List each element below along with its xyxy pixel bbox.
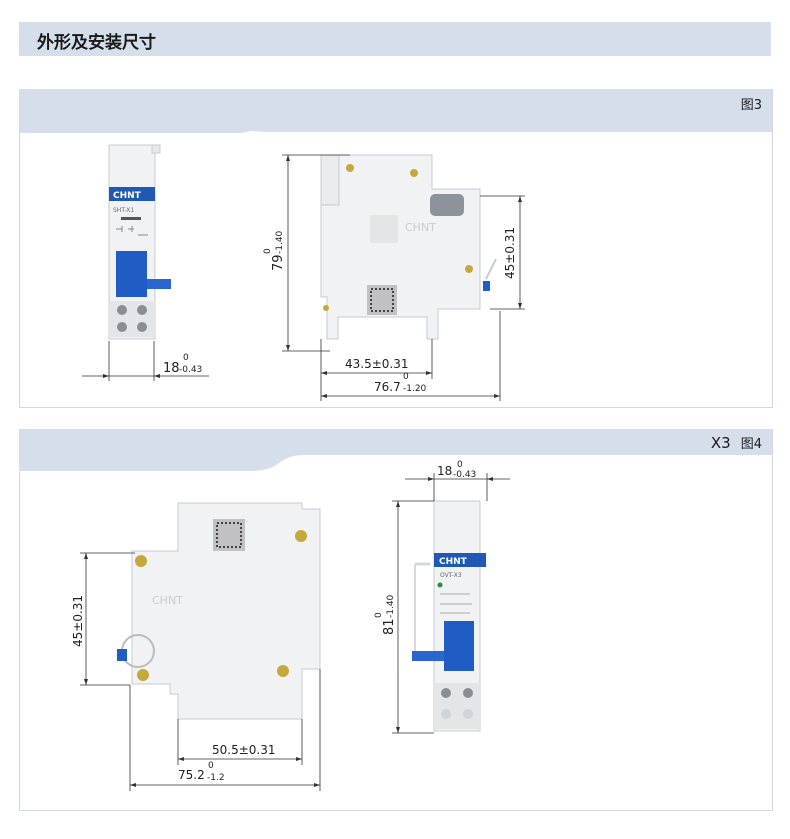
figure-3-mount-dimension: 45±0.31 <box>480 195 525 310</box>
figure-3-front-view: CHNT SHT-X1 <box>108 144 171 340</box>
figure-4-module-name: OVT-X3 <box>440 572 462 579</box>
figure-3-side-view: CHNT <box>320 154 497 340</box>
figure-3-header <box>19 89 772 133</box>
figure-4-depth-upper: 0 <box>208 761 214 771</box>
figure-4-height-dimension: 81 0 -1.40 <box>374 500 434 734</box>
figure-4-rail-value: 50.5±0.31 <box>212 743 276 757</box>
figure-4-header <box>19 429 772 471</box>
figure-4-width-value: 18 <box>437 464 452 478</box>
figure-3-side-logo: CHNT <box>405 221 436 234</box>
figure-4-depth-lower: -1.2 <box>207 773 225 783</box>
figure-3-brand-logo: CHNT <box>113 191 142 201</box>
figure-3-depth-upper: 0 <box>403 372 409 382</box>
figure-3-height-lower: -1.40 <box>275 230 285 254</box>
figure-3-height-value: 79 <box>271 254 286 271</box>
figure-4-width-upper: 0 <box>457 460 463 470</box>
figure-3-depth-lower: -1.20 <box>403 384 427 394</box>
figure-3-width-value: 18 <box>163 361 180 376</box>
figure-4-prefix: X3 <box>710 434 731 452</box>
figure-3-height-dimension: 79 0 -1.40 <box>263 154 350 352</box>
figure-4-width-dimension: 18 0 -0.43 <box>405 460 510 501</box>
figure-4-label: 图4 <box>740 437 762 452</box>
figure-3-mount-value: 45±0.31 <box>503 227 517 279</box>
figure-4-panel: X3 图4 CHNT 45±0.31 <box>19 429 773 811</box>
figure-3-width-lower: -0.43 <box>179 365 202 375</box>
figure-3-height-upper: 0 <box>263 248 273 254</box>
figure-4-width-lower: -0.43 <box>453 470 476 480</box>
figure-4-drawing: CHNT 45±0.31 50.5±0.31 <box>71 460 510 791</box>
figure-4-mount-value: 45±0.31 <box>71 595 85 647</box>
figure-4-brand-logo: CHNT <box>439 557 468 567</box>
figure-3-depth-dimension: 76.7 0 -1.20 <box>321 311 501 401</box>
figure-3-drawing: CHNT SHT-X1 18 0 -0.43 <box>82 144 525 401</box>
figure-3-rail-value: 43.5±0.31 <box>345 357 409 371</box>
figure-3-panel: 图3 CHNT SHT-X1 18 0 -0.43 <box>19 89 773 408</box>
figure-4-mount-dimension: 45±0.31 <box>71 552 135 686</box>
section-title-bar: 外形及安装尺寸 <box>19 22 771 56</box>
figure-3-depth-value: 76.7 <box>374 380 401 394</box>
figure-3-module-name: SHT-X1 <box>113 207 134 214</box>
figure-4-rail-dimension: 50.5±0.31 <box>177 719 303 765</box>
figure-3-rail-dimension: 43.5±0.31 <box>320 339 433 401</box>
figure-4-front-view: CHNT OVT-X3 <box>412 500 486 732</box>
figure-4-depth-value: 75.2 <box>178 768 205 782</box>
figure-4-height-upper: 0 <box>374 612 384 618</box>
figure-4-height-lower: -1.40 <box>386 594 396 618</box>
figure-4-depth-dimension: 75.2 0 -1.2 <box>129 669 321 791</box>
section-title: 外形及安装尺寸 <box>37 33 156 53</box>
figure-3-width-upper: 0 <box>183 353 189 363</box>
figure-4-side-view: CHNT <box>117 502 321 720</box>
figure-4-label-group: X3 图4 <box>711 433 762 452</box>
figure-4-height-value: 81 <box>382 618 397 635</box>
figure-4-side-logo: CHNT <box>152 594 183 607</box>
figure-3-width-dimension: 18 0 -0.43 <box>82 341 209 381</box>
figure-3-label: 图3 <box>740 98 762 113</box>
